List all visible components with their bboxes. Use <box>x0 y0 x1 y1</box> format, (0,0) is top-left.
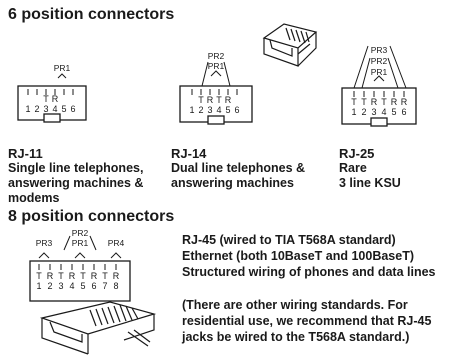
rj45-pin-7: 7 <box>102 281 107 291</box>
rj45-tr-label-2: R <box>47 271 54 281</box>
rj11-name: RJ-11 <box>8 146 43 161</box>
rj25-desc-line-1: Rare <box>339 161 367 175</box>
rj45-tr-label-4: R <box>69 271 76 281</box>
rj25-pin-5: 5 <box>391 107 396 117</box>
rj11-desc-line-3: modems <box>8 191 60 205</box>
rj45-tr-label-8: R <box>113 271 120 281</box>
rj45-pair-label-1: PR1 <box>72 238 89 248</box>
rj14-pair-label-1: PR1 <box>208 61 225 71</box>
rj11-pin-4: 4 <box>52 104 57 114</box>
rj11-desc-line-2: answering machines & <box>8 176 144 190</box>
rj25-pair-label-1: PR1 <box>371 67 388 77</box>
rj45-note-line-3: jacks be wired to the T568A standard.) <box>182 330 410 344</box>
rj45-diagram: PR2 PR3 PR1 PR4 T R T R T R T R 1 2 3 4 … <box>29 228 157 355</box>
rj45-pin-4: 4 <box>69 281 74 291</box>
rj45-plug-icon <box>39 301 157 355</box>
rj45-note-line-2: residential use, we recommend that RJ-45 <box>182 314 432 328</box>
rj14-tr-label-3: T <box>216 95 222 105</box>
rj45-pin-5: 5 <box>80 281 85 291</box>
rj25-desc-line-2: 3 line KSU <box>339 176 401 190</box>
rj45-note-line-1: (There are other wiring standards. For <box>182 298 408 312</box>
rj45-tr-label-5: T <box>80 271 86 281</box>
rj45-tr-label-3: T <box>58 271 64 281</box>
rj45-pair-label-3: PR3 <box>36 238 53 248</box>
rj45-line-1: RJ-45 (wired to TIA T568A standard) <box>182 233 396 247</box>
rj25-tr-label-2: T <box>361 97 367 107</box>
rj45-pair-label-4: PR4 <box>108 238 125 248</box>
rj14-pin-5: 5 <box>225 105 230 115</box>
rj25-pin-2: 2 <box>361 107 366 117</box>
rj45-pair-label-2: PR2 <box>72 228 89 238</box>
rj25-tr-label-6: R <box>401 97 408 107</box>
rj11-pin-3: 3 <box>43 104 48 114</box>
rj45-pin-3: 3 <box>58 281 63 291</box>
rj25-name: RJ-25 <box>339 146 375 161</box>
rj45-pin-6: 6 <box>91 281 96 291</box>
rj25-pair-label-3: PR3 <box>371 45 388 55</box>
rj25-pair-label-2: PR2 <box>371 56 388 66</box>
rj25-tr-label-5: R <box>391 97 398 107</box>
rj14-pin-6: 6 <box>234 105 239 115</box>
rj11-pin-2: 2 <box>34 104 39 114</box>
rj45-line-3: Structured wiring of phones and data lin… <box>182 265 436 279</box>
rj14-diagram: PR2 PR1 T R T R 1 2 3 4 5 6 <box>179 51 253 125</box>
six-position-heading: 6 position connectors <box>8 6 175 23</box>
rj-plug-illustration <box>262 23 318 67</box>
rj11-pin-1: 1 <box>25 104 30 114</box>
rj25-pin-6: 6 <box>401 107 406 117</box>
rj45-tr-label-7: T <box>102 271 108 281</box>
rj25-diagram: PR3 PR2 PR1 T T R T R R 1 2 3 4 5 6 <box>341 45 417 127</box>
rj14-desc-line-1: Dual line telephones & <box>171 161 306 175</box>
rj14-pair-label-2: PR2 <box>208 51 225 61</box>
rj45-jack-outline <box>29 260 131 302</box>
rj11-tr-label-2: T <box>43 94 49 104</box>
rj11-diagram: PR1 R T 1 2 3 4 5 6 <box>17 63 87 123</box>
rj45-pin-8: 8 <box>113 281 118 291</box>
rj14-pin-4: 4 <box>216 105 221 115</box>
rj25-tr-label-1: T <box>351 97 357 107</box>
rj14-tr-label-2: R <box>207 95 214 105</box>
rj14-name: RJ-14 <box>171 146 207 161</box>
rj25-tr-label-3: R <box>371 97 378 107</box>
rj14-tr-label-1: T <box>198 95 204 105</box>
rj14-pin-3: 3 <box>207 105 212 115</box>
rj25-pin-1: 1 <box>351 107 356 117</box>
rj14-pin-1: 1 <box>189 105 194 115</box>
rj14-tr-label-4: R <box>225 95 232 105</box>
rj14-pin-2: 2 <box>198 105 203 115</box>
rj45-pin-2: 2 <box>47 281 52 291</box>
eight-position-heading: 8 position connectors <box>8 208 175 225</box>
rj11-pair-label: PR1 <box>54 63 71 73</box>
rj11-pin-6: 6 <box>70 104 75 114</box>
rj25-tr-label-4: T <box>381 97 387 107</box>
rj11-tr-label-1: R <box>52 94 59 104</box>
rj45-tr-label-1: T <box>36 271 42 281</box>
rj25-pin-4: 4 <box>381 107 386 117</box>
rj25-pin-3: 3 <box>371 107 376 117</box>
rj14-desc-line-2: answering machines <box>171 176 294 190</box>
rj11-desc-line-1: Single line telephones, <box>8 161 144 175</box>
rj45-line-2: Ethernet (both 10BaseT and 100BaseT) <box>182 249 415 263</box>
rj11-pin-5: 5 <box>61 104 66 114</box>
rj45-tr-label-6: R <box>91 271 98 281</box>
rj45-pin-1: 1 <box>36 281 41 291</box>
